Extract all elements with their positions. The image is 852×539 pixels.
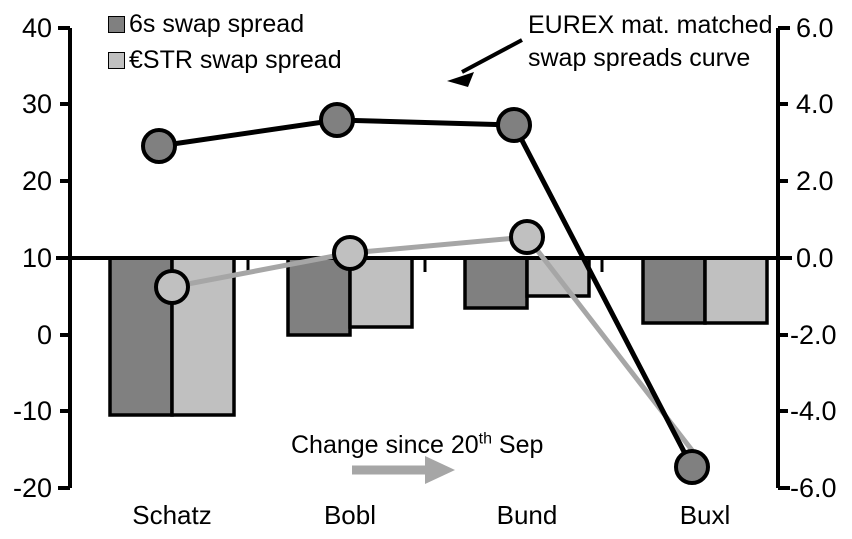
bar-group-buxl	[641, 256, 769, 325]
legend-item-estr-swap-spread[interactable]: €STR swap spread	[108, 48, 342, 73]
eurex-callout-arrow-icon	[447, 38, 523, 87]
y-axis-left-tick-40: 40	[21, 13, 52, 43]
change-since-text-after: Sep	[491, 431, 544, 459]
change-since-ordinal-suffix: th	[478, 430, 492, 448]
bar-estr-bobl	[348, 256, 414, 329]
y-axis-left-tick-20: 20	[21, 166, 52, 196]
y-axis-right-tick-neg4: -4.0	[790, 396, 837, 426]
legend-swatch-6s-icon	[108, 16, 125, 33]
y-axis-right-tick-2: 2.0	[796, 166, 834, 196]
y-axis-right-tick-neg2: -2.0	[790, 320, 837, 350]
change-since-callout: Change since 20th Sep	[291, 430, 543, 460]
x-axis-label-buxl: Buxl	[679, 500, 731, 530]
series-line-eurex	[141, 102, 710, 485]
x-axis-label-bund: Bund	[496, 500, 558, 530]
y-axis-right-tick-4: 4.0	[796, 89, 834, 119]
bar-6s-bobl	[286, 256, 352, 337]
y-axis-left-tick-30: 30	[21, 89, 52, 119]
y-axis-left-tick-neg10: -10	[12, 396, 52, 426]
change-arrow-icon	[352, 456, 455, 484]
y-axis-left-tick-10: 10	[21, 243, 52, 273]
legend-item-6s-swap-spread[interactable]: 6s swap spread	[108, 12, 304, 37]
y-axis-left-tick-0: 0	[36, 320, 52, 350]
bar-6s-bund	[463, 256, 529, 310]
y-axis-right-tick-0: 0.0	[796, 243, 834, 273]
series-line-estr	[154, 219, 707, 469]
x-axis-label-schatz: Schatz	[132, 500, 212, 530]
bar-group-bund	[463, 256, 591, 310]
change-since-text-before: Change since 20	[291, 431, 479, 459]
x-axis-ticks	[246, 258, 604, 272]
eurex-callout-line1: EUREX mat. matched	[528, 11, 773, 39]
bar-estr-buxl	[703, 256, 769, 325]
x-axis-label-bobl: Bobl	[323, 500, 377, 530]
y-axis-left-tick-neg20: -20	[12, 473, 52, 503]
eurex-callout-line2: swap spreads curve	[528, 44, 751, 72]
legend-label-estr: €STR swap spread	[129, 46, 342, 74]
y-axis-right-tick-neg6: -6.0	[790, 473, 837, 503]
bar-group-bobl	[286, 256, 414, 337]
legend-swatch-estr-icon	[108, 52, 125, 69]
legend-label-6s: 6s swap spread	[129, 10, 305, 38]
bar-6s-buxl	[641, 256, 707, 325]
y-axis-right-tick-6: 6.0	[796, 13, 834, 43]
